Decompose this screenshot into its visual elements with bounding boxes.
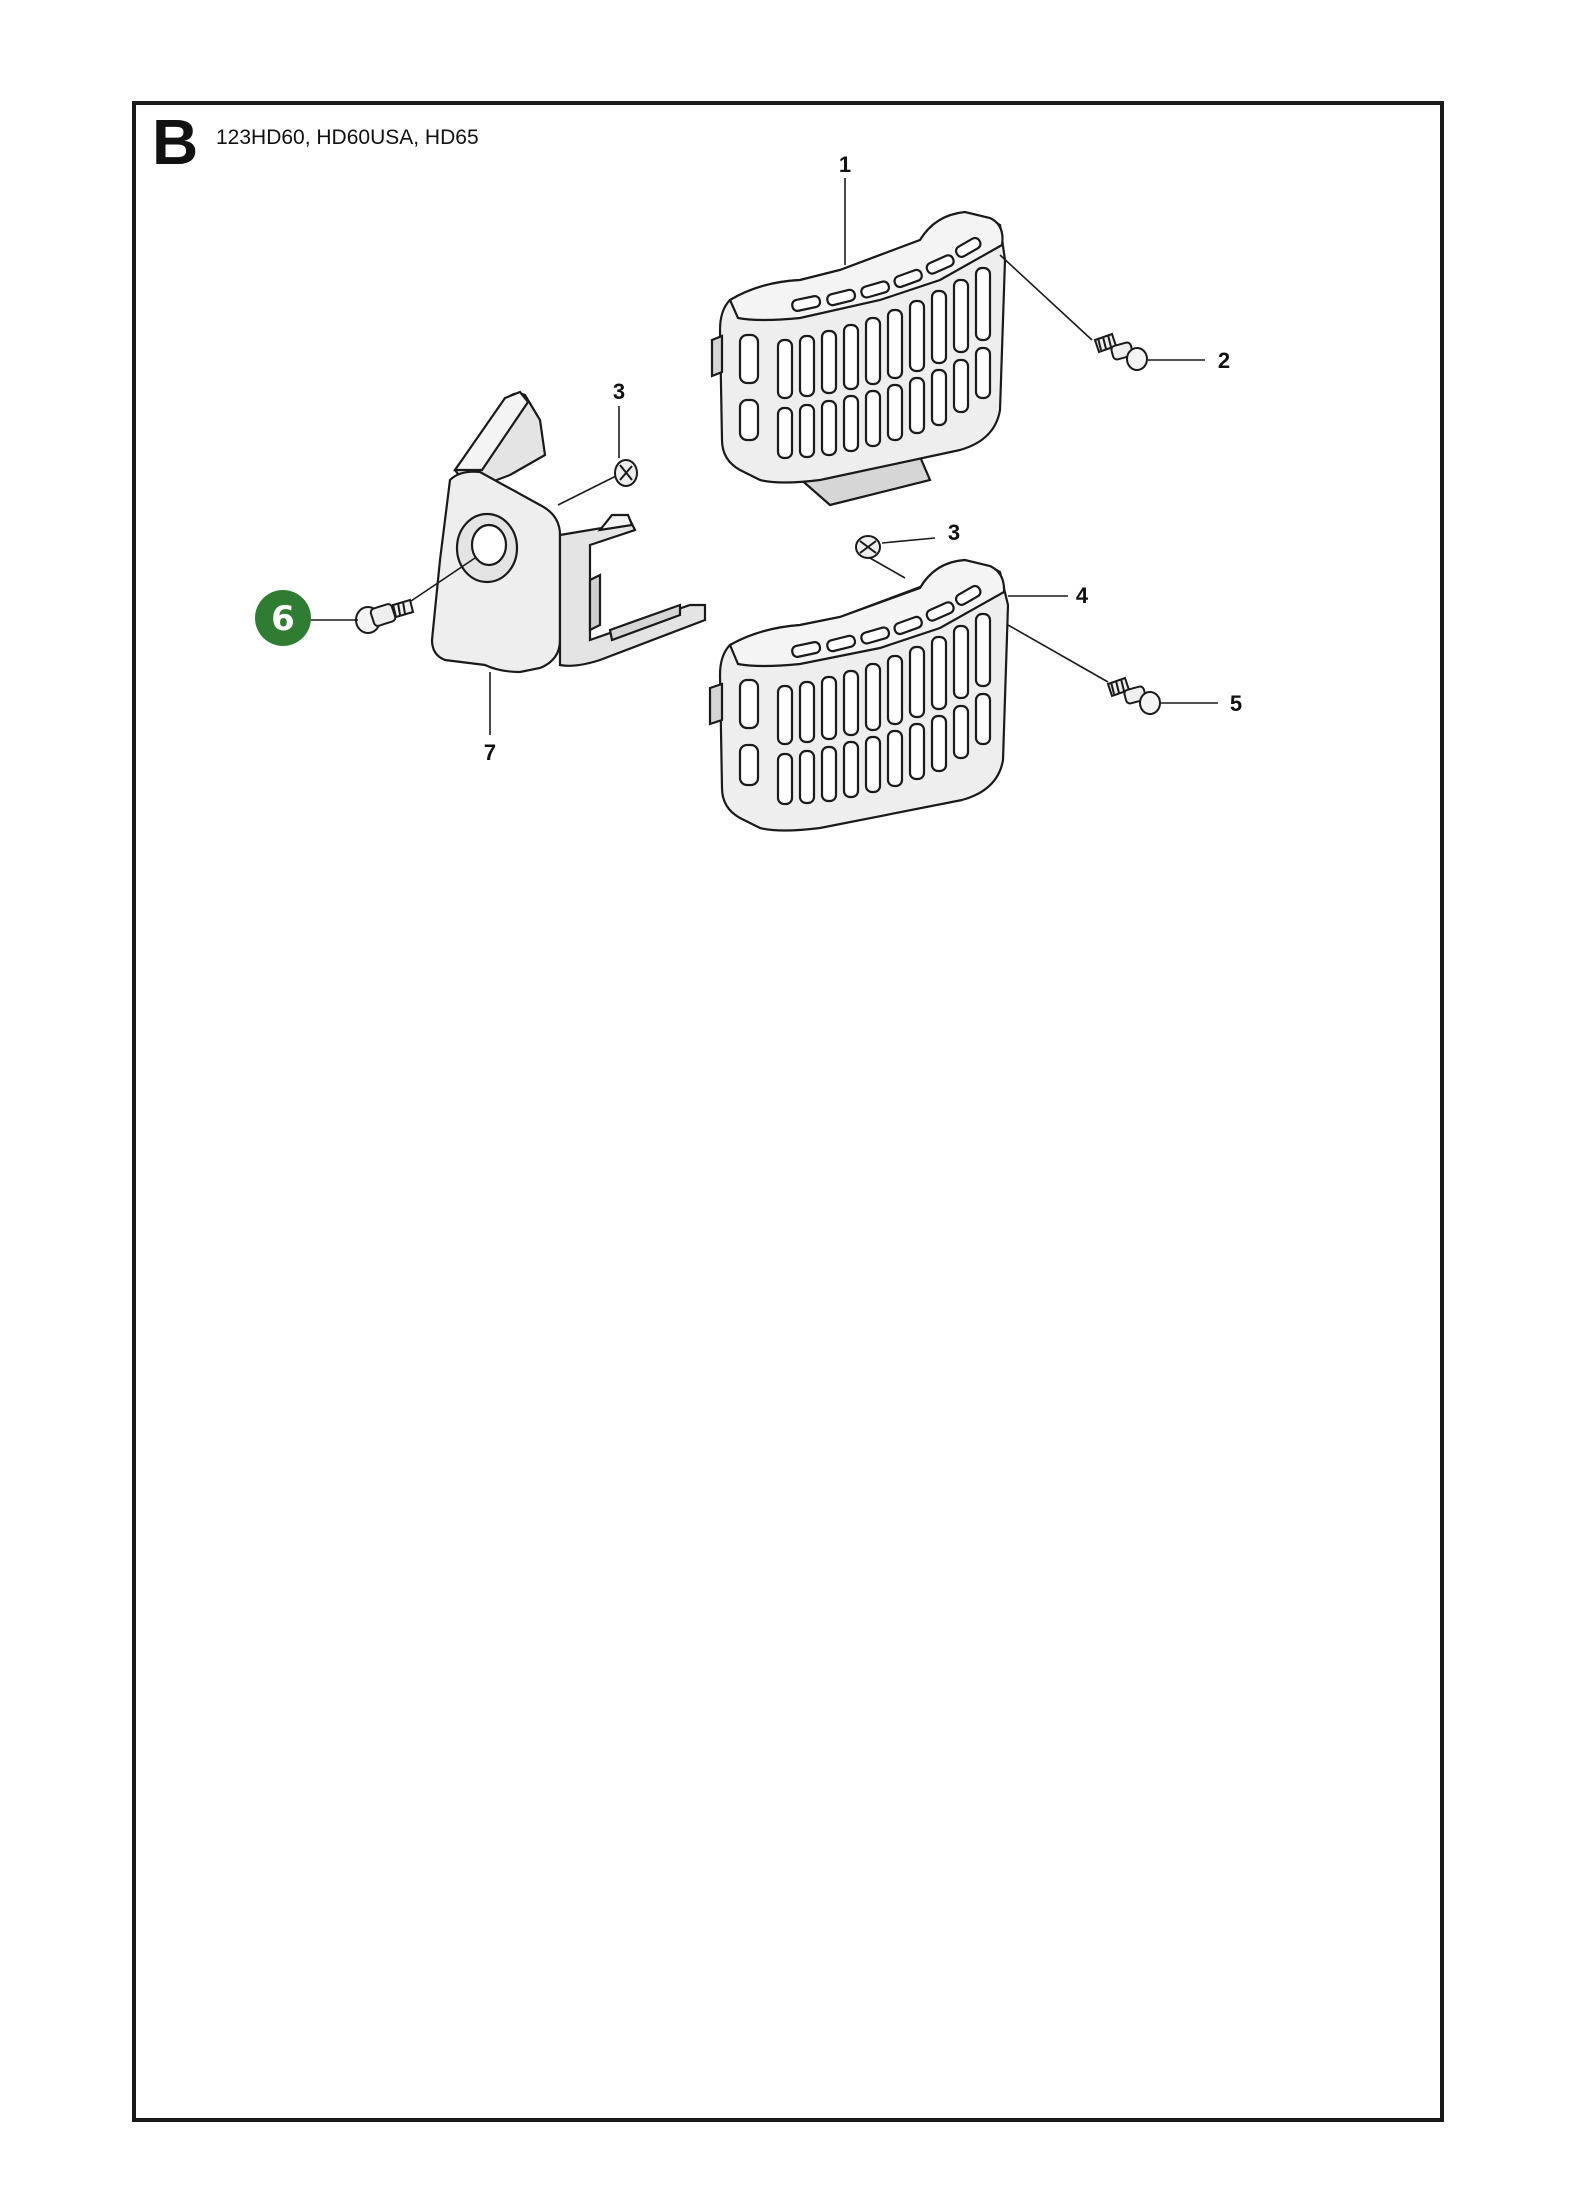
model-list: 123HD60, HD60USA, HD65: [216, 126, 479, 149]
section-letter: B: [152, 106, 199, 178]
label-part-6: 6: [271, 599, 295, 639]
part-6-screw[interactable]: [355, 598, 415, 634]
label-part-7: 7: [484, 740, 496, 765]
label-part-3-upper: 3: [613, 379, 625, 404]
label-part-4: 4: [1076, 583, 1089, 608]
part-1-cover[interactable]: [710, 210, 1007, 507]
page-frame: [132, 101, 1444, 2122]
label-part-5: 5: [1230, 691, 1242, 716]
part-3-clip-upper[interactable]: [614, 459, 638, 487]
label-part-1: 1: [839, 152, 851, 177]
leader-lines: [310, 178, 1218, 735]
part-4-cover[interactable]: [708, 558, 1010, 832]
label-part-2: 2: [1218, 348, 1230, 373]
callout-badge: [255, 590, 311, 646]
part-3-clip-lower[interactable]: [855, 535, 881, 559]
label-part-3-lower: 3: [948, 520, 960, 545]
part-2-screw[interactable]: [1093, 332, 1148, 371]
part-7-bracket[interactable]: [430, 390, 707, 674]
highlight-callout-6[interactable]: 6: [255, 590, 311, 646]
part-5-screw[interactable]: [1106, 676, 1161, 715]
